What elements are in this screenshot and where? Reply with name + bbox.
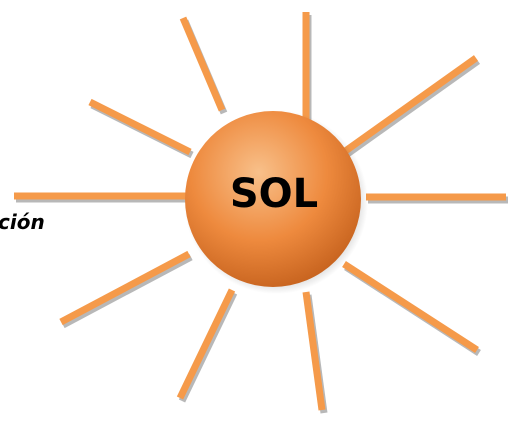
sun-rays [14, 12, 508, 414]
sun-ray [341, 55, 479, 155]
ray-shadow [61, 253, 193, 329]
sun-ray [176, 288, 236, 400]
ray-shadow [343, 58, 481, 158]
sun-ray [88, 98, 192, 156]
sun-ray [342, 261, 479, 353]
sun-ray [179, 16, 226, 112]
sun-label: SOL [229, 171, 319, 217]
sun-ray [302, 291, 326, 411]
sun-ray [59, 250, 191, 326]
side-text: ción [0, 210, 45, 234]
sun-circle [185, 111, 361, 287]
